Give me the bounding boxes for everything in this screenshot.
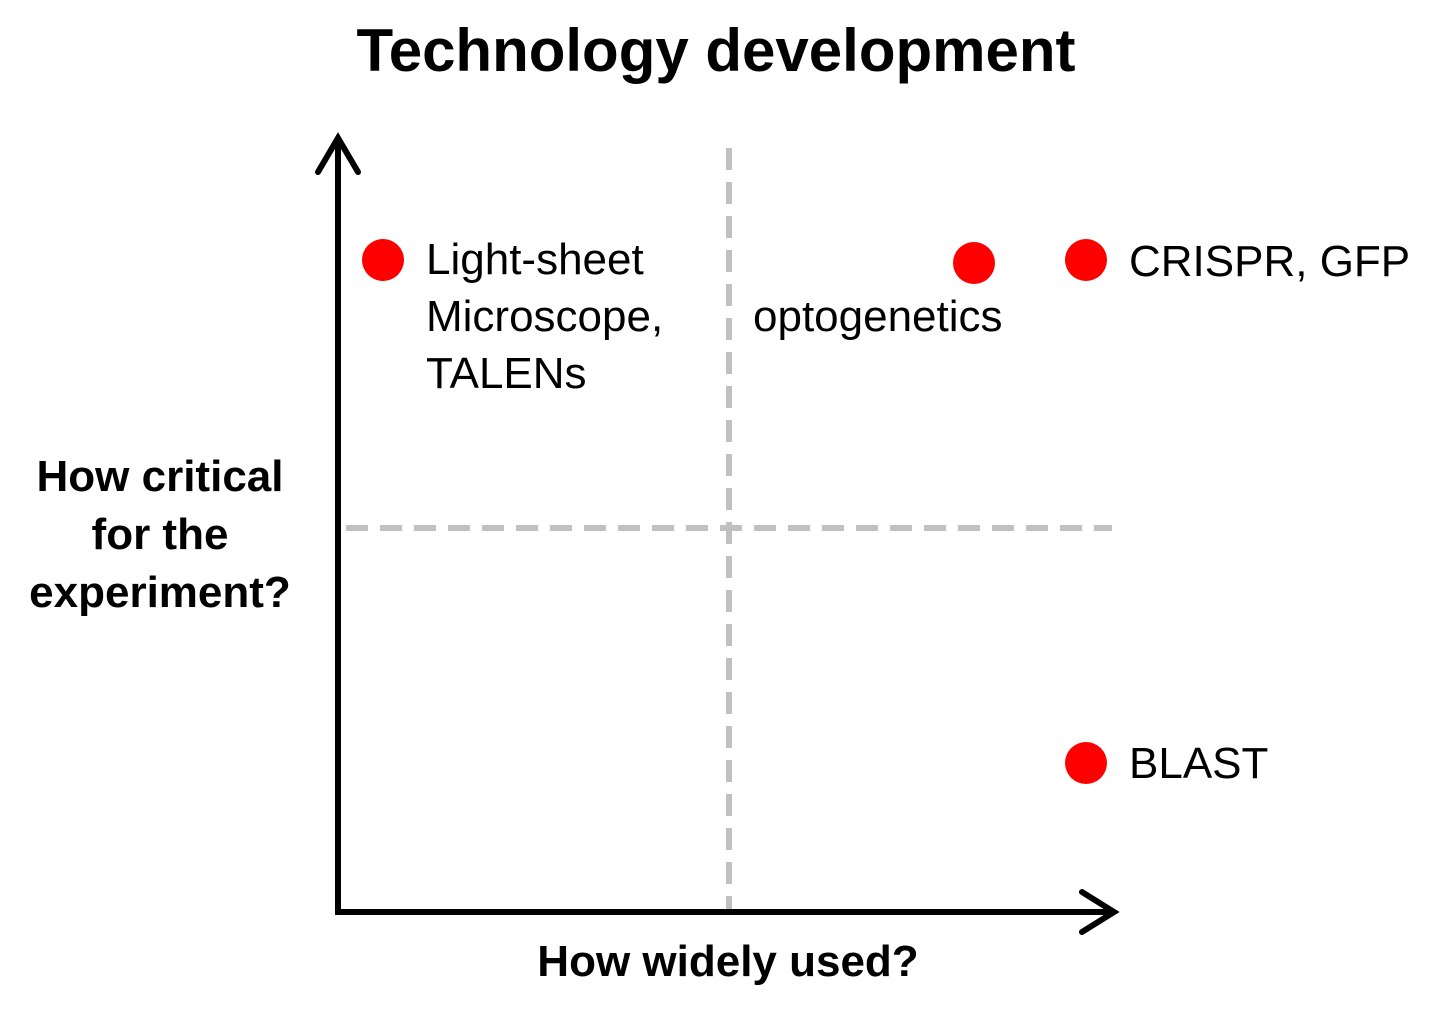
- label-line: optogenetics: [753, 292, 1003, 341]
- label-line: Microscope,: [426, 292, 664, 341]
- point-light-sheet: [362, 239, 404, 281]
- x-axis-arrowhead: [1079, 889, 1120, 935]
- y-axis-label: How critical for the experiment?: [0, 448, 320, 622]
- label-line: CRISPR, GFP: [1129, 237, 1411, 286]
- y-axis-label-line: for the: [91, 510, 229, 559]
- y-axis-arrowhead: [315, 132, 361, 175]
- label-crispr-gfp: CRISPR, GFP: [1129, 233, 1410, 290]
- y-axis-label-line: How critical: [36, 452, 284, 501]
- label-line: TALENs: [426, 349, 587, 398]
- point-optogenetics: [953, 242, 995, 284]
- x-axis-label: How widely used?: [537, 937, 919, 986]
- point-blast: [1065, 742, 1107, 784]
- label-line: Light-sheet: [426, 235, 644, 284]
- label-optogenetics: optogenetics: [753, 288, 1003, 345]
- point-crispr-gfp: [1065, 239, 1107, 281]
- y-axis-label-line: experiment?: [29, 568, 291, 617]
- label-line: BLAST: [1129, 739, 1269, 788]
- label-light-sheet: Light-sheet Microscope, TALENs: [426, 231, 663, 402]
- label-blast: BLAST: [1129, 735, 1268, 792]
- diagram-title: Technology development: [356, 17, 1076, 84]
